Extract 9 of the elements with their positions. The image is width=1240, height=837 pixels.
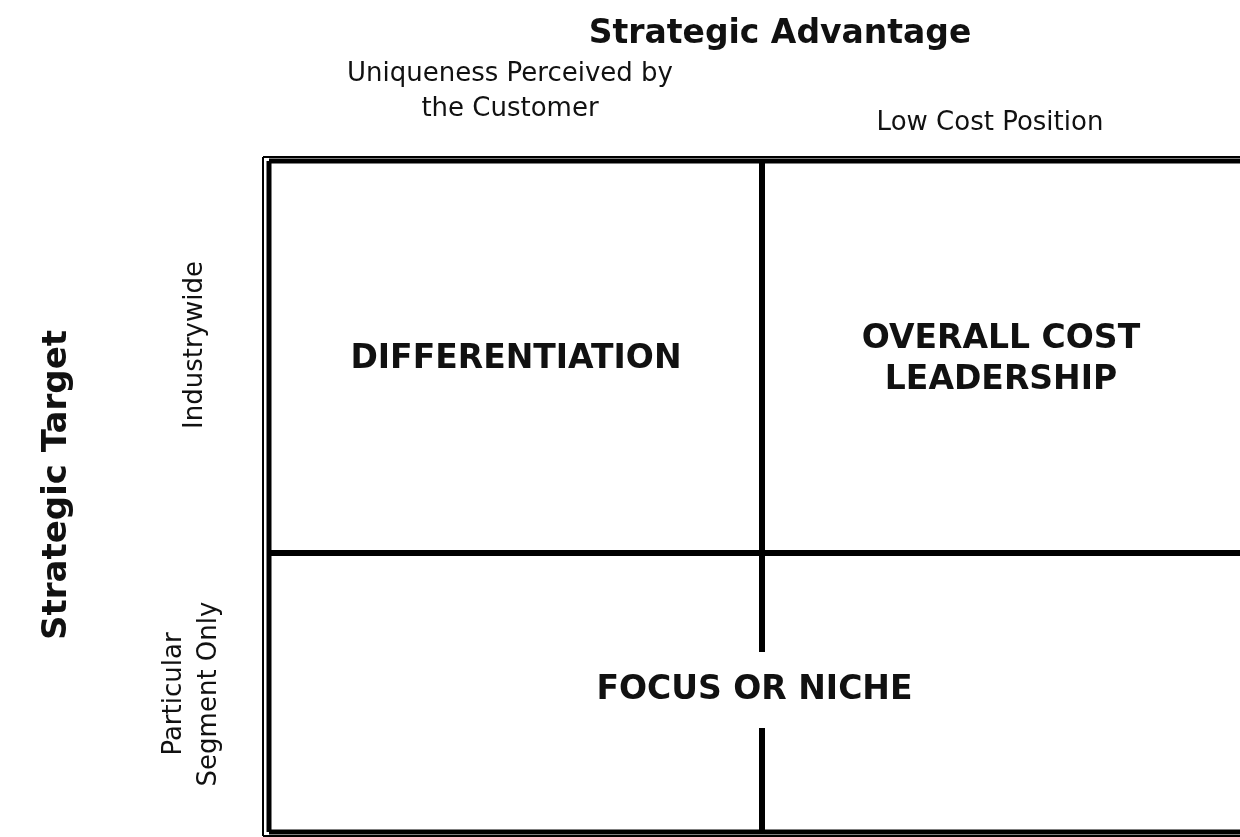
axis-label: Particular Segment Only [156,600,224,789]
strategy-label: DIFFERENTIATION [350,336,682,378]
axis-title: Strategic Target [33,329,75,642]
axis-label: Uniqueness Perceived by the Customer [346,56,674,125]
axis-label: Industrywide [177,260,209,431]
strategy-label: FOCUS OR NICHE [596,667,913,709]
title: Strategic Advantage [587,12,973,51]
axis-label: Low Cost Position [875,105,1105,138]
strategy-label: OVERALL COST LEADERSHIP [860,315,1142,399]
